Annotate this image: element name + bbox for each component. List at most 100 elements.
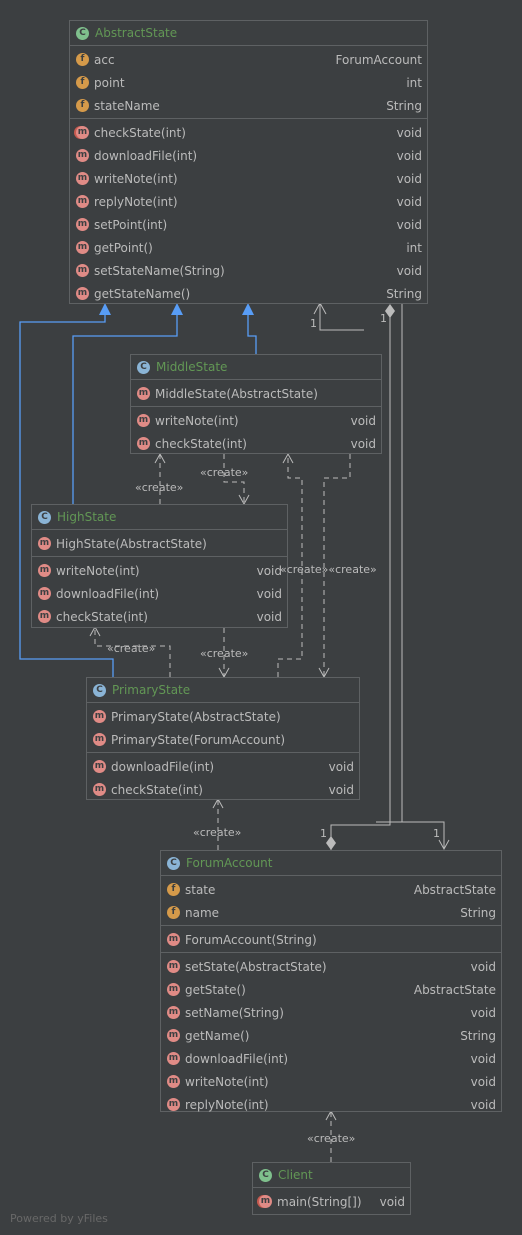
method-name: setPoint(int) [94,217,168,232]
constructor-name: PrimaryState(ForumAccount) [111,732,285,747]
method-icon: m [38,537,51,550]
constructor-name: MiddleState(AbstractState) [155,386,318,401]
field-type: ForumAccount [335,52,423,67]
method-type: void [396,217,422,232]
method-icon: m [137,414,150,427]
method-type: void [256,586,282,601]
field-name: state [185,882,216,897]
method-name: checkState(int) [111,782,203,797]
method-type: void [396,194,422,209]
method-row[interactable]: m downloadFile(int) void [161,1047,501,1070]
class-name: PrimaryState [112,683,191,697]
class-name: AbstractState [95,26,178,40]
field-icon: f [76,76,89,89]
class-header: C AbstractState [70,21,427,46]
method-icon: m [167,1052,180,1065]
field-icon: f [167,883,180,896]
method-icon: m [76,218,89,231]
method-icon: m [93,733,106,746]
edge-middle-creates-high [223,454,245,503]
method-type: void [256,563,282,578]
method-name: getPoint() [94,240,153,255]
method-icon: m [167,1075,180,1088]
method-type: void [256,609,282,624]
method-icon: m [167,960,180,973]
method-type: void [396,125,422,140]
method-icon: m [93,760,106,773]
method-icon: m [76,264,89,277]
create-label-overlap: «create»«create» [280,563,377,576]
field-icon: f [167,906,180,919]
class-header: C MiddleState [131,355,381,380]
create-label-client-account: «create» [307,1132,356,1145]
method-icon: m [93,783,106,796]
class-name: HighState [57,510,117,524]
method-name: downloadFile(int) [185,1051,289,1066]
method-type: void [328,782,354,797]
edge-middle-creates-primary [323,454,351,676]
method-type: void [470,1051,496,1066]
class-icon: C [93,683,106,697]
method-icon: m [167,983,180,996]
method-name: getStateName() [94,286,191,301]
static-method-icon: m [259,1195,272,1208]
constructor-row[interactable]: m PrimaryState(ForumAccount) [87,728,359,751]
class-icon: C [38,510,51,524]
class-name: MiddleState [156,360,228,374]
method-icon: m [167,1029,180,1042]
method-name: setStateName(String) [94,263,225,278]
constructor-name: ForumAccount(String) [185,932,317,947]
class-name: Client [278,1168,313,1182]
class-icon: C [167,856,180,870]
method-name: writeNote(int) [185,1074,269,1089]
method-icon: m [93,710,106,723]
method-row[interactable]: m setPoint(int) void [70,213,427,236]
method-icon: m [38,610,51,623]
method-row[interactable]: m checkState(int) void [87,778,359,801]
method-name: getName() [185,1028,250,1043]
method-type: String [386,286,422,301]
inheritance-arrowheads [99,303,254,315]
